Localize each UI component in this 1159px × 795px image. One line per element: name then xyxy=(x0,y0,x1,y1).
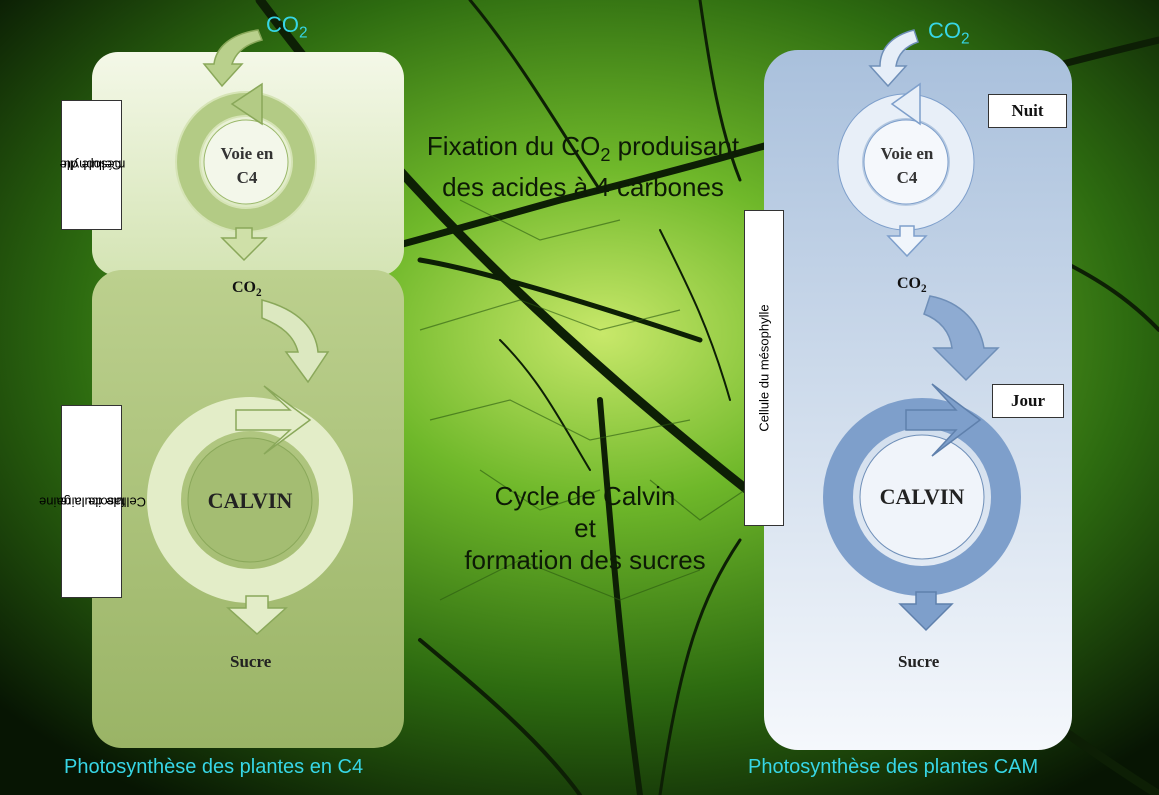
c4-co2-transfer: CO2 xyxy=(232,279,262,300)
c4-co2-input: CO2 xyxy=(266,12,308,42)
cam-co2-input: CO2 xyxy=(928,18,970,48)
c4-calvin-label: CALVIN xyxy=(207,488,293,513)
cam-pathway-label: Voie en C4 xyxy=(880,144,934,187)
calvin-description: Cycle de Calvin et formation des sucres xyxy=(464,481,706,575)
fixation-label: Fixation du CO2 produisant des acides à … xyxy=(426,131,740,203)
c4-caption: Photosynthèse des plantes en C4 xyxy=(64,756,364,778)
c4-pathway-label: Voie en C4 xyxy=(220,144,274,187)
cam-sugar-label: Sucre xyxy=(898,652,940,671)
night-tag: Nuit xyxy=(988,94,1067,128)
cam-caption: Photosynthèse des plantes CAM xyxy=(748,756,1039,778)
c4-sugar-label: Sucre xyxy=(230,652,272,671)
cam-calvin-label: CALVIN xyxy=(879,484,965,509)
cam-co2-transfer: CO2 xyxy=(897,275,927,296)
day-tag: Jour xyxy=(992,384,1064,418)
cam-mesophyll-label: Cellule du mésophylle xyxy=(744,210,784,526)
